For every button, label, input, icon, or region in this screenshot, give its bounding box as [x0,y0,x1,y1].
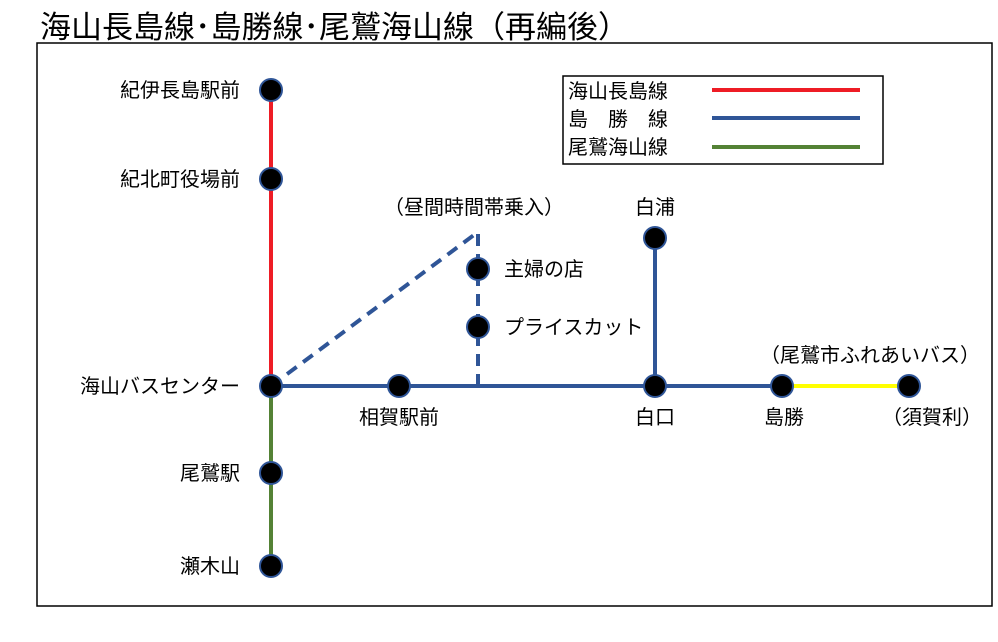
station-label-sugari: （須賀利） [882,405,982,429]
diagram-frame [36,42,993,607]
legend-label-kaizan-nagashima: 海山長島線 [568,79,668,103]
station-dot-owase [259,461,283,485]
station-label-owase: 尾鷲駅 [180,461,240,485]
legend-label-owase-kaizan: 尾鷲海山線 [568,135,668,159]
page-title: 海山長島線･島勝線･尾鷲海山線（再編後） [40,10,629,46]
shimakatsu-daytime-detour [269,228,480,388]
station-label-aiga: 相賀駅前 [359,405,439,429]
station-label-kihoku-town-office: 紀北町役場前 [120,167,240,191]
station-dot-segiyama [259,554,283,578]
station-dot-kiinagashima [259,78,283,102]
station-dot-shiroguchi [643,374,667,398]
station-label-segiyama: 瀬木山 [180,554,240,578]
legend-label-shimakatsu: 島 勝 線 [568,107,668,131]
legend: 海山長島線 島 勝 線 尾鷲海山線 [562,75,884,165]
note-fureai-bus: （尾鷲市ふれあいバス） [760,343,980,367]
note-daytime-service: （昼間時間帯乗入） [384,195,564,219]
station-label-shiroguchi: 白口 [635,405,675,429]
station-dot-shufu-no-mise [466,257,490,281]
station-label-price-cut: プライスカット [504,315,643,339]
station-label-shimakatsu: 島勝 [764,405,804,429]
station-label-shiraura: 白浦 [635,195,675,219]
station-dot-shimakatsu [770,374,794,398]
station-dot-sugari [897,374,921,398]
station-dot-aiga [387,374,411,398]
station-label-kiinagashima: 紀伊長島駅前 [120,78,240,102]
station-dot-shiraura [643,226,667,250]
station-label-kaizan-bus-center: 海山バスセンター [80,374,240,398]
station-dot-kaizan-bus-center [259,374,283,398]
station-dot-kihoku-town-office [259,167,283,191]
station-dot-price-cut [466,315,490,339]
station-label-shufu-no-mise: 主婦の店 [504,257,584,281]
